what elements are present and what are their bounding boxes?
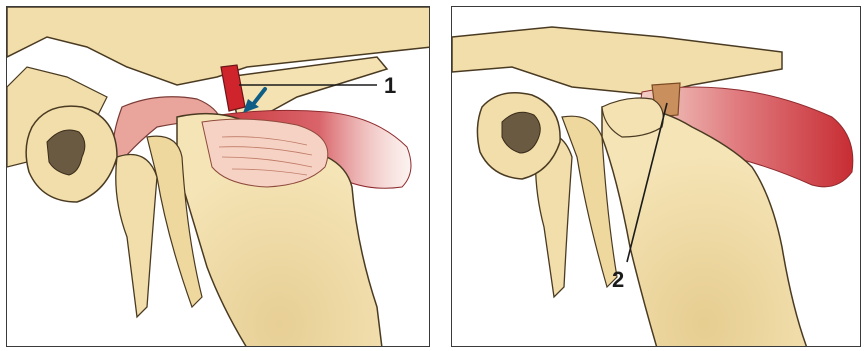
upper-bone [452, 27, 782, 95]
callout-label-1: 1 [384, 73, 396, 98]
red-ligament [221, 65, 245, 111]
left-illustration: 1 [7, 7, 430, 347]
callout-label-2: 2 [612, 267, 624, 292]
right-panel: 2 [451, 6, 861, 347]
styloid-bone [116, 155, 157, 318]
left-panel: 1 [6, 6, 430, 347]
right-illustration: 2 [452, 7, 861, 347]
